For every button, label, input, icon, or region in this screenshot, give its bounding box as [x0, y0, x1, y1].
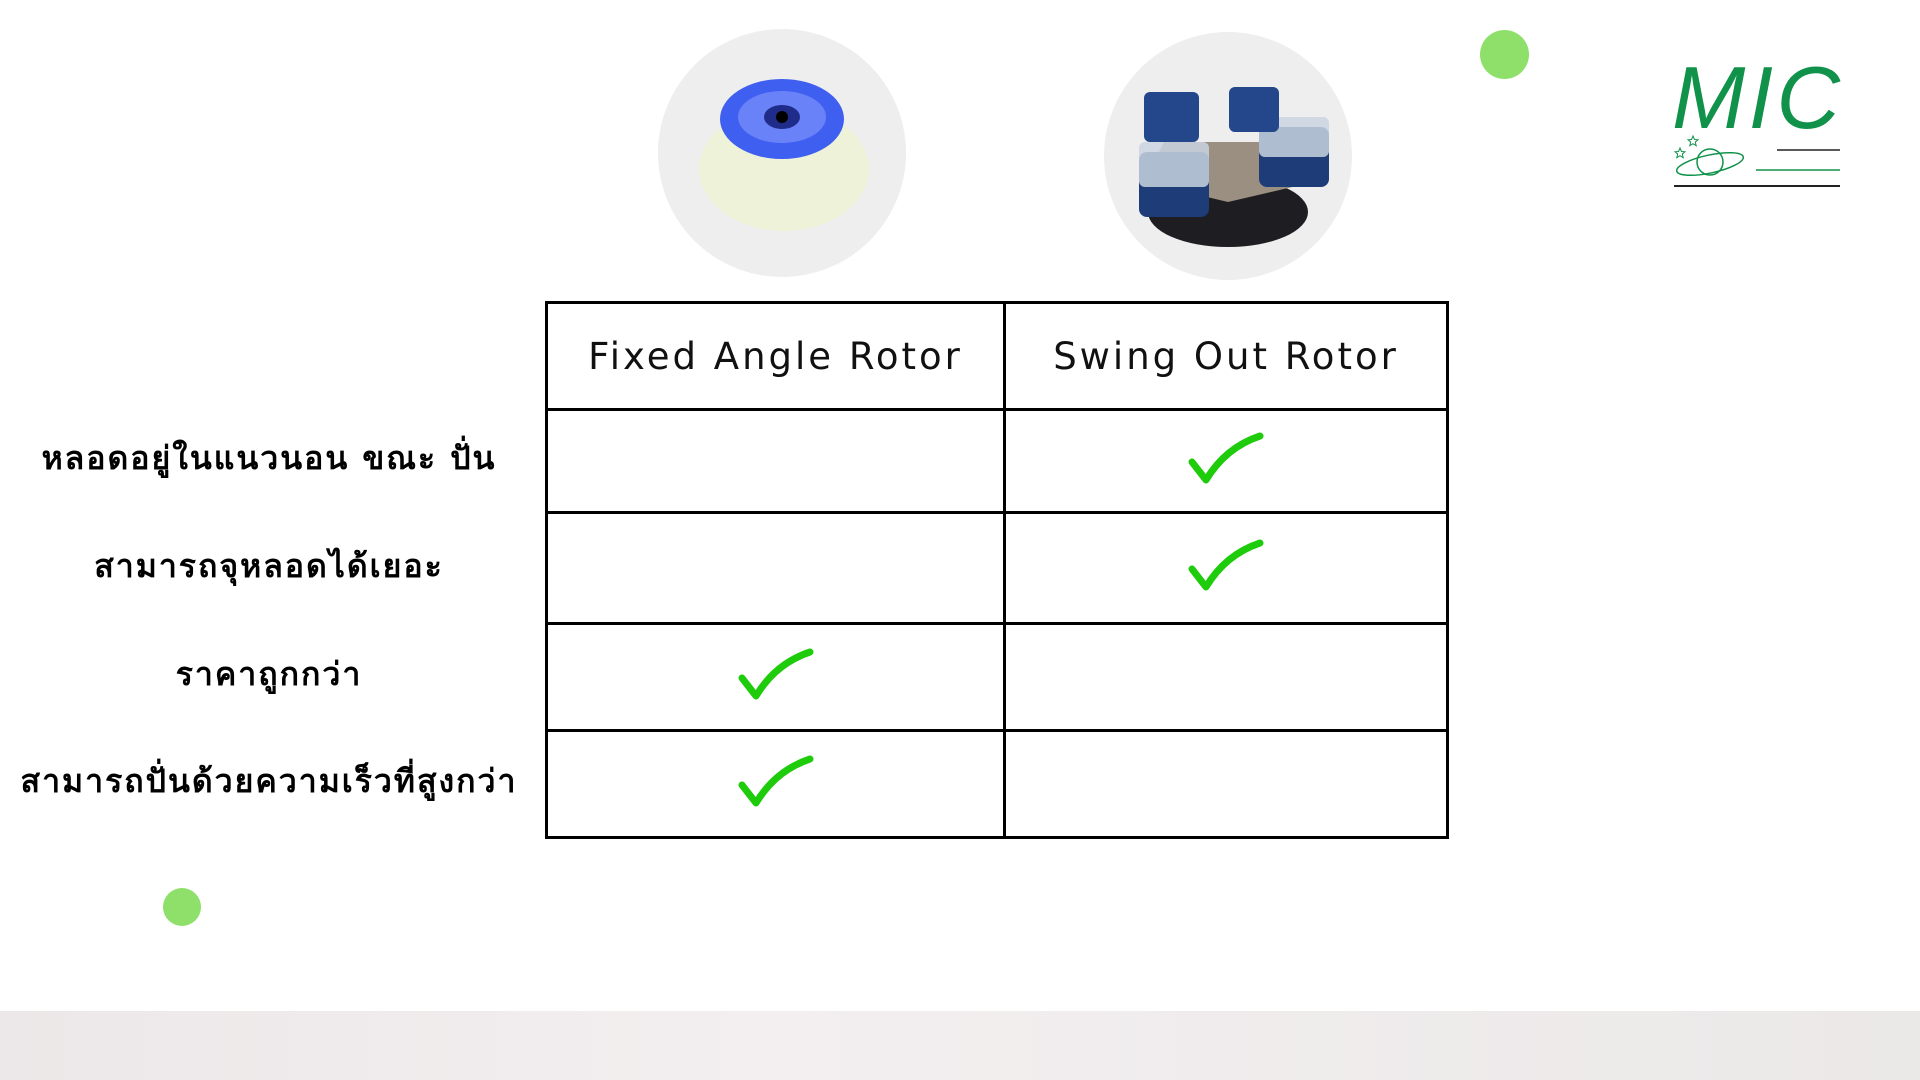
checkmark-icon	[1188, 432, 1264, 484]
table-cell	[1003, 408, 1449, 514]
comparison-table: Fixed Angle Rotor Swing Out Rotor	[545, 301, 1449, 839]
table-cell	[545, 622, 1006, 732]
table-cell	[1003, 511, 1449, 625]
mic-logo: MIC	[1672, 48, 1844, 192]
decor-dot	[163, 888, 201, 926]
row-label: หลอดอยู่ในแนวนอน ขณะ ปั่น	[41, 439, 497, 477]
fixed-angle-rotor-image	[658, 29, 906, 277]
column-header-fixed-angle: Fixed Angle Rotor	[545, 301, 1006, 411]
row-label: สามารถจุหลอดได้เยอะ	[94, 547, 444, 585]
checkmark-icon	[738, 648, 813, 700]
row-label: ราคาถูกกว่า	[175, 655, 363, 693]
table-cell	[1003, 729, 1449, 839]
logo-text: MIC	[1672, 52, 1841, 147]
table-cell	[545, 408, 1006, 514]
row-label: สามารถปั่นด้วยความเร็วที่สูงกว่า	[20, 762, 518, 800]
checkmark-icon	[1188, 539, 1264, 591]
table-cell	[545, 511, 1006, 625]
decor-dot	[1480, 30, 1529, 79]
footer-band	[0, 1011, 1920, 1080]
checkmark-icon	[738, 755, 813, 807]
table-cell	[1003, 622, 1449, 732]
column-header-swing-out: Swing Out Rotor	[1003, 301, 1449, 411]
swing-out-rotor-image	[1104, 32, 1352, 280]
table-cell	[545, 729, 1006, 839]
